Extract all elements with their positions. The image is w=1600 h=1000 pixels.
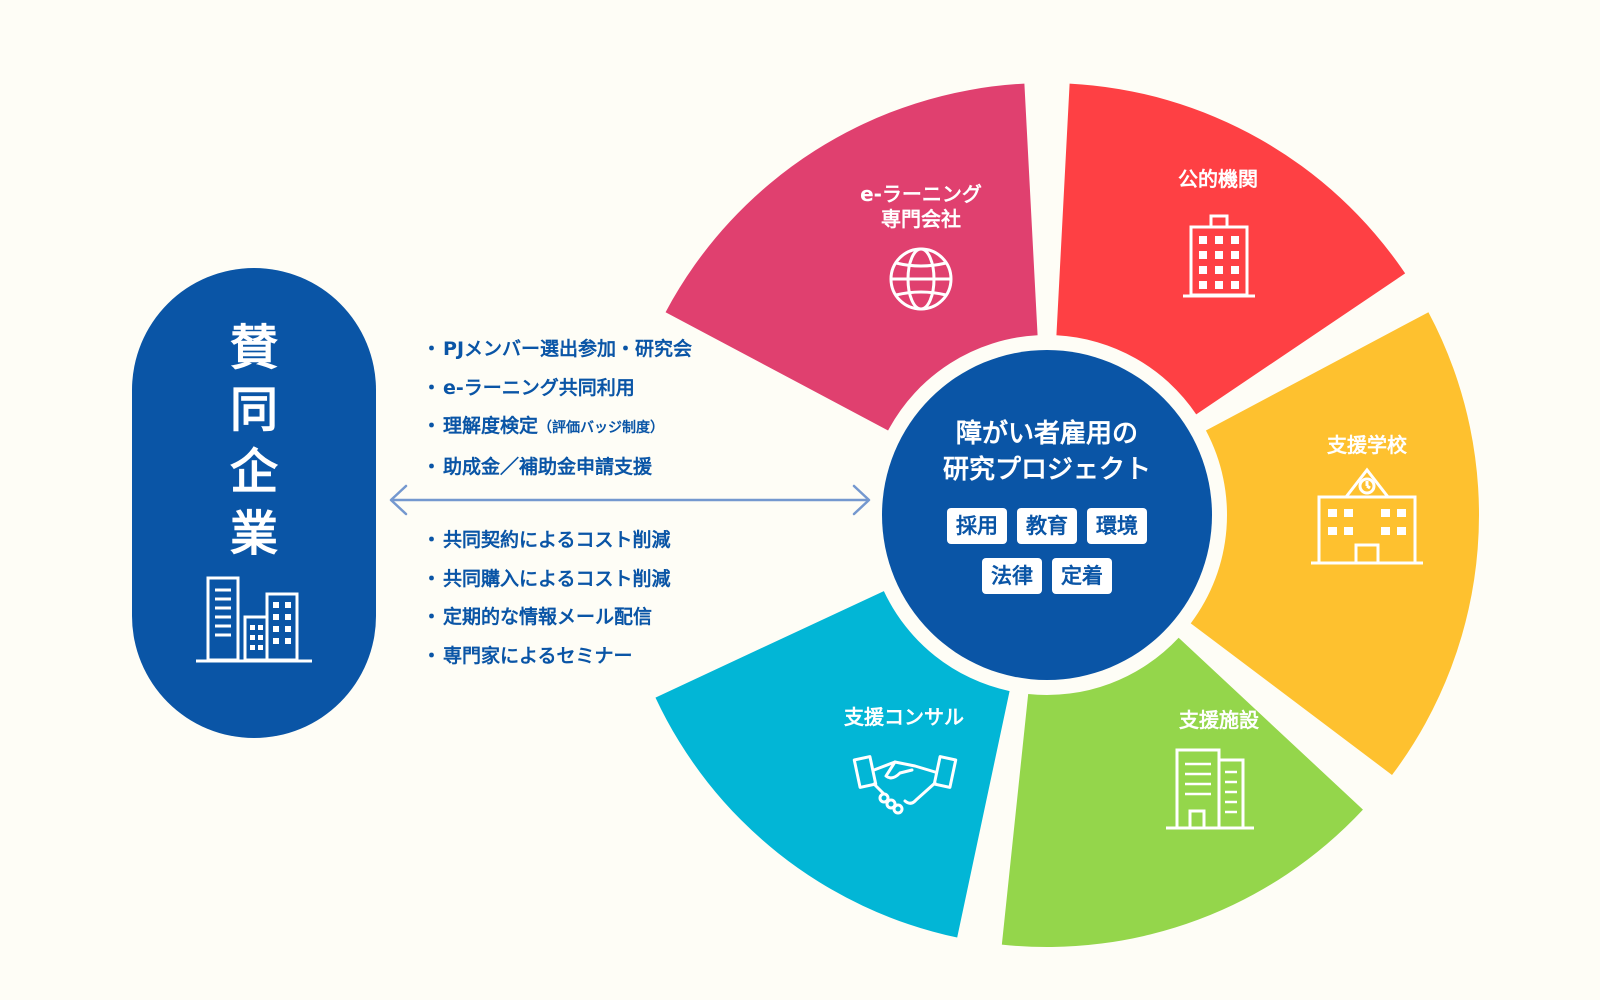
list-item: 専門家によるセミナー [422, 637, 670, 676]
list-item: e-ラーニング共同利用 [422, 369, 692, 408]
tag: 教育 [1017, 508, 1077, 544]
list-item: 共同契約によるコスト削減 [422, 521, 670, 560]
benefits-list-upper: PJメンバー選出参加・研究会 e-ラーニング共同利用 理解度検定（評価バッジ制度… [422, 330, 692, 486]
segment-elearning [665, 83, 1038, 431]
title-char: 同 [229, 382, 278, 438]
title-char: 企 [229, 444, 278, 500]
focus-tags: 採用 教育 環境 法律 定着 [882, 508, 1212, 594]
title-char: 賛 [229, 320, 278, 376]
supporting-companies-block: 賛 同 企 業 [132, 268, 376, 738]
hub-title-line: 研究プロジェクト [942, 455, 1151, 485]
segment-support-consultants [655, 591, 1010, 938]
list-item-note: （評価バッジ制度） [538, 420, 665, 436]
segment-support-schools [1190, 312, 1479, 775]
tag: 環境 [1087, 508, 1147, 544]
list-item: 共同購入によるコスト削減 [422, 560, 670, 599]
facility-building-icon [1166, 748, 1254, 830]
title-char: 業 [229, 506, 278, 562]
list-item: PJメンバー選出参加・研究会 [422, 330, 692, 369]
tag: 法律 [982, 558, 1042, 594]
hub-title: 障がい者雇用の 研究プロジェクト [882, 416, 1212, 488]
supporting-companies-title: 賛 同 企 業 [132, 320, 376, 562]
office-buildings-icon [196, 576, 312, 663]
segment-label-support-facilities: 支援施設 [1179, 708, 1259, 732]
globe-icon [889, 247, 953, 311]
segment-label-support-consultants: 支援コンサル [844, 705, 964, 729]
segment-label-support-schools: 支援学校 [1327, 433, 1407, 457]
tag: 採用 [947, 508, 1007, 544]
handshake-icon [852, 755, 958, 815]
hub-title-line: 障がい者雇用の [955, 419, 1138, 449]
segment-ring [655, 83, 1479, 948]
list-item: 定期的な情報メール配信 [422, 598, 670, 637]
segment-public-institutions [1056, 83, 1406, 415]
list-item: 助成金／補助金申請支援 [422, 448, 692, 487]
double-arrow-icon [389, 484, 871, 516]
school-icon [1311, 467, 1423, 565]
research-project-hub: 障がい者雇用の 研究プロジェクト 採用 教育 環境 法律 定着 [882, 350, 1212, 680]
tag: 定着 [1052, 558, 1112, 594]
segment-label-elearning: e-ラーニング 専門会社 [860, 182, 982, 231]
office-building-icon [1183, 214, 1255, 298]
segment-label-public-institutions: 公的機関 [1178, 167, 1258, 191]
segment-support-facilities [1001, 637, 1363, 948]
benefits-list-lower: 共同契約によるコスト削減 共同購入によるコスト削減 定期的な情報メール配信 専門… [422, 521, 670, 675]
list-item: 理解度検定（評価バッジ制度） [422, 407, 692, 448]
